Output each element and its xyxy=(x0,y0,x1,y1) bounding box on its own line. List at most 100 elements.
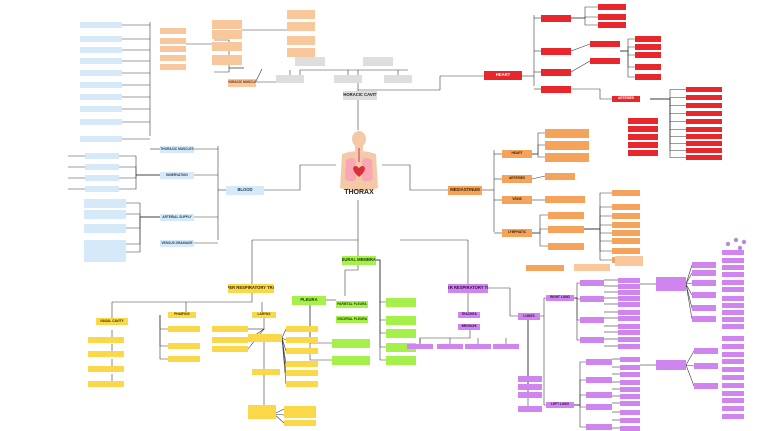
heart-sub-c[interactable] xyxy=(590,58,620,64)
mediastinum-part-3[interactable]: LYMPHATIC xyxy=(502,229,532,237)
right-seg-5[interactable] xyxy=(618,310,640,315)
blood-part-0[interactable]: THORACIC MUSCLES xyxy=(160,146,194,153)
med-leaf-h[interactable] xyxy=(615,256,643,266)
med-leaf-a1[interactable] xyxy=(545,141,589,150)
right-seg-4[interactable] xyxy=(618,302,640,307)
heart-sub-chamber[interactable] xyxy=(590,41,620,47)
right-end-2[interactable] xyxy=(692,280,716,286)
pharynx-leaf-2[interactable] xyxy=(168,356,200,362)
muscle-left-4[interactable] xyxy=(160,64,186,70)
muscle-right-1[interactable] xyxy=(287,22,315,31)
larynx-leaf-b1[interactable] xyxy=(286,337,318,343)
pleura-leaf-a1[interactable] xyxy=(332,356,370,365)
heart-sub-a1[interactable] xyxy=(598,14,626,20)
right-seg-1[interactable] xyxy=(618,284,640,289)
right-end-3[interactable] xyxy=(692,292,716,298)
right-lobe-0[interactable] xyxy=(580,280,604,286)
upper-resp-tract-node[interactable]: UPPER RESPIRATORY TRACT xyxy=(228,284,274,293)
supply-leaf-0[interactable] xyxy=(84,199,126,208)
left-far-9[interactable] xyxy=(722,406,744,411)
left-seg-6[interactable] xyxy=(620,401,640,406)
right-end-1[interactable] xyxy=(692,270,716,276)
lungs-leaf-3[interactable] xyxy=(518,406,542,412)
muscle-red-extra[interactable] xyxy=(212,59,242,65)
right-far-3[interactable] xyxy=(722,272,744,277)
lungs-leaf-0[interactable] xyxy=(518,376,542,382)
left-seg-2[interactable] xyxy=(620,372,640,377)
med-leaf-e3[interactable] xyxy=(612,222,640,228)
bronchi-leaf-0[interactable] xyxy=(407,344,433,349)
blood-leaf-5[interactable] xyxy=(80,82,122,88)
heart-sub-a2[interactable] xyxy=(598,22,626,28)
left-lobe-3[interactable] xyxy=(586,404,612,410)
left-seg-5[interactable] xyxy=(620,394,640,399)
med-leaf-b[interactable] xyxy=(545,173,575,180)
pleura-leaf-b1[interactable] xyxy=(386,316,416,325)
left-far-6[interactable] xyxy=(722,383,744,388)
innerv-leaf-1[interactable] xyxy=(85,164,119,170)
blood-leaf-9[interactable] xyxy=(80,136,122,142)
med-leaf-a2[interactable] xyxy=(545,153,589,162)
larynx-hub[interactable] xyxy=(248,334,282,342)
larynx-leaf-b3[interactable] xyxy=(286,361,318,367)
innerv-leaf-0[interactable] xyxy=(85,153,119,159)
vessel-leaf-0[interactable] xyxy=(686,87,722,92)
med-leaf-g[interactable] xyxy=(574,264,610,271)
cavity-top-2[interactable] xyxy=(398,45,422,51)
pleura-part-1[interactable]: VISCERAL PLEURA xyxy=(336,316,368,323)
left-hub[interactable] xyxy=(656,360,686,370)
left-far-0[interactable] xyxy=(722,336,744,341)
muscle-left-3[interactable] xyxy=(160,55,186,61)
left-far-1[interactable] xyxy=(722,344,744,349)
heart-part-2[interactable] xyxy=(541,69,571,76)
cavity-top-0[interactable] xyxy=(333,45,357,51)
right-far-2[interactable] xyxy=(722,265,744,270)
mediastinum-part-2[interactable]: VEINS xyxy=(502,196,532,204)
innerv-leaf-2[interactable] xyxy=(85,175,119,181)
left-end-2[interactable] xyxy=(694,383,718,389)
innerv-note-0[interactable] xyxy=(24,152,68,160)
left-lung-node[interactable]: LEFT LUNG xyxy=(546,402,574,408)
right-far-10[interactable] xyxy=(722,324,744,329)
heart-sub-b3[interactable] xyxy=(635,64,661,70)
lungs-node[interactable]: LUNGS xyxy=(518,313,540,320)
med-leaf-d1[interactable] xyxy=(548,226,584,233)
nasal-cavity-node[interactable]: NASAL CAVITY xyxy=(96,318,128,325)
muscle-left-1[interactable] xyxy=(160,38,186,44)
central-topic-label[interactable]: THORAX xyxy=(344,188,374,196)
med-leaf-e6[interactable] xyxy=(612,248,640,254)
vessel-leaf-9[interactable] xyxy=(686,155,722,160)
pleural-membrane-node[interactable]: PLEURAL MEMBRANE xyxy=(342,256,376,265)
med-leaf-e4[interactable] xyxy=(612,230,640,236)
right-lobe-2[interactable] xyxy=(580,317,604,323)
cavity-child-2[interactable] xyxy=(384,75,412,83)
larynx-leaf-b0[interactable] xyxy=(286,326,318,332)
bronchi-leaf-1[interactable] xyxy=(437,344,463,349)
vessel-leaf-5[interactable] xyxy=(686,127,722,132)
pharynx-leaf-1[interactable] xyxy=(168,343,200,349)
lungs-leaf-1[interactable] xyxy=(518,384,542,390)
left-seg-0[interactable] xyxy=(620,357,640,362)
nasal-leaf-1[interactable] xyxy=(88,351,124,357)
larynx-bottom[interactable] xyxy=(248,405,276,419)
left-far-4[interactable] xyxy=(722,367,744,372)
larynx-leaf-c2[interactable] xyxy=(284,420,316,426)
vessel-leaf-8[interactable] xyxy=(686,148,722,153)
right-far-7[interactable] xyxy=(722,303,744,308)
lungs-leaf-2[interactable] xyxy=(518,392,542,398)
right-far-8[interactable] xyxy=(722,310,744,315)
larynx-node[interactable]: LARYNX xyxy=(252,312,276,318)
med-leaf-e5[interactable] xyxy=(612,238,640,244)
right-seg-2[interactable] xyxy=(618,290,640,295)
larynx-leaf-c0[interactable] xyxy=(284,406,316,412)
bronchi-leaf-2[interactable] xyxy=(465,344,491,349)
med-leaf-e0[interactable] xyxy=(612,190,640,196)
vessel-mid-1[interactable] xyxy=(628,126,658,132)
blood-part-3[interactable]: VENOUS DRAINAGE xyxy=(160,240,194,247)
left-lobe-1[interactable] xyxy=(586,377,612,383)
thoracic-cavity-node[interactable]: THORACIC CAVITY xyxy=(343,91,377,100)
blood-part-1[interactable]: INNERVATION xyxy=(160,172,194,179)
pharynx-leaf-0[interactable] xyxy=(168,326,200,332)
right-seg-9[interactable] xyxy=(618,337,640,342)
med-leaf-e1[interactable] xyxy=(612,204,640,210)
